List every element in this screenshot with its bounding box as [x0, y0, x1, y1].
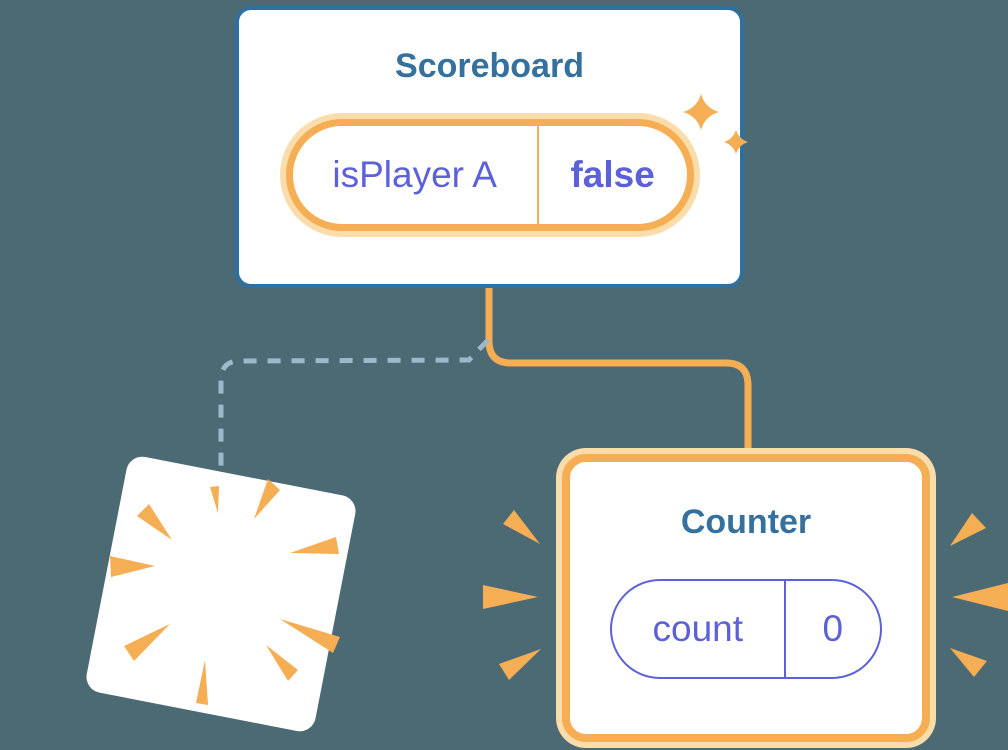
state-value: 0	[822, 607, 844, 649]
counter-state-pill: count 0	[610, 578, 882, 679]
emphasis-burst-left-icon	[483, 510, 541, 680]
scoreboard-state-pill: isPlayer A false	[285, 118, 694, 231]
connector-parent-to-counter	[485, 288, 752, 456]
state-value: false	[570, 153, 655, 195]
destroyed-card	[86, 456, 356, 732]
emphasis-burst-right-icon	[950, 513, 1008, 677]
connector-parent-to-destroyed	[218, 338, 490, 466]
explosion-burst-icon	[110, 479, 340, 705]
state-key: isPlayer A	[293, 125, 539, 224]
scoreboard-title: Scoreboard	[395, 47, 584, 85]
counter-card: Counter count 0	[562, 454, 930, 742]
scoreboard-card: Scoreboard isPlayer A false	[235, 6, 744, 288]
counter-title: Counter	[680, 503, 812, 541]
state-key: count	[612, 580, 786, 677]
